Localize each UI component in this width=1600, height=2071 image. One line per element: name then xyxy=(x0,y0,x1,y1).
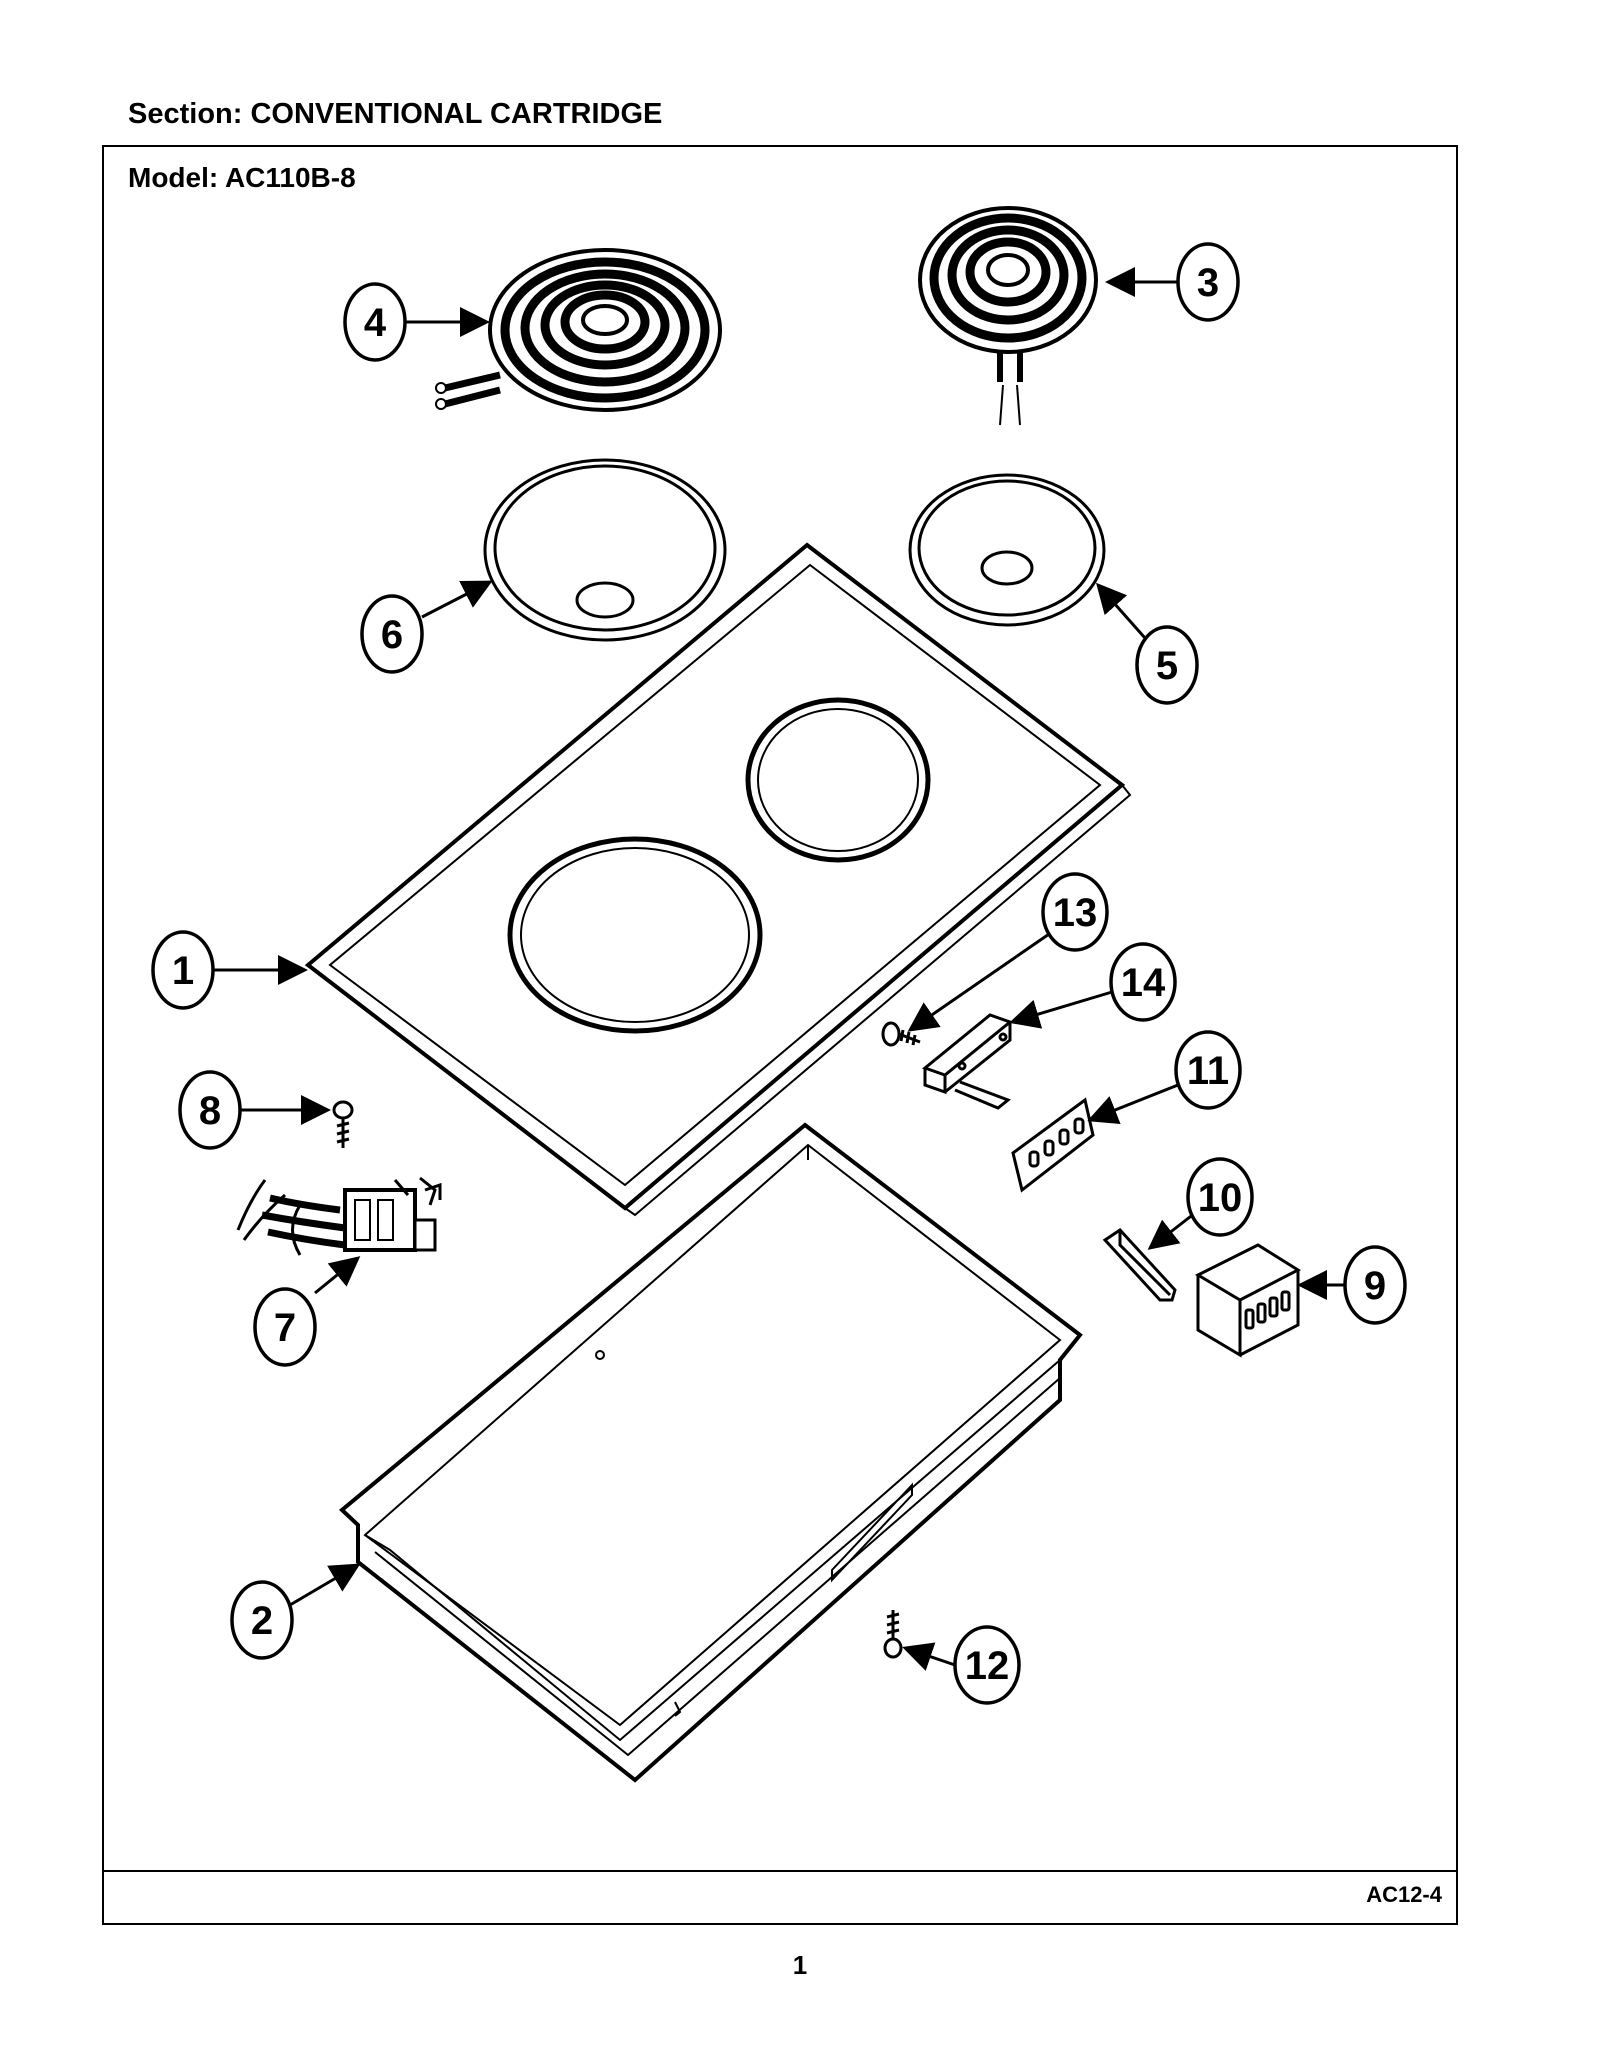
diagram-code: AC12-4 xyxy=(1366,1882,1442,1907)
part-13-screw xyxy=(881,1021,921,1047)
diagram-frame xyxy=(102,145,1458,1925)
callout-number: 1 xyxy=(172,949,194,993)
callout-number: 12 xyxy=(965,1644,1010,1688)
callout-number: 5 xyxy=(1156,644,1178,688)
part-2-cartridge-pan xyxy=(338,1122,1083,1783)
callout-9: 9 xyxy=(1343,1245,1407,1325)
callout-number: 3 xyxy=(1197,261,1219,305)
callout-7: 7 xyxy=(253,1287,317,1367)
model-title: Model: AC110B-8 xyxy=(128,162,356,193)
callout-3: 3 xyxy=(1176,242,1240,322)
section-title: Section: CONVENTIONAL CARTRIDGE xyxy=(128,98,663,130)
part-12-screw xyxy=(883,1610,903,1659)
callout-4: 4 xyxy=(343,282,407,362)
callout-2: 2 xyxy=(230,1580,294,1660)
callout-1: 1 xyxy=(151,930,215,1010)
part-5-small-drip-bowl xyxy=(908,473,1106,627)
callout-number: 7 xyxy=(274,1306,296,1350)
leader-lines xyxy=(214,267,1345,1671)
part-4-large-surface-element xyxy=(435,248,722,412)
part-1-cooktop-top xyxy=(304,542,1132,1217)
callout-number: 2 xyxy=(251,1599,273,1643)
callout-number: 6 xyxy=(381,613,403,657)
callout-12: 12 xyxy=(953,1625,1021,1705)
callout-6: 6 xyxy=(360,594,424,674)
callout-number: 10 xyxy=(1198,1176,1243,1220)
callout-10: 10 xyxy=(1186,1157,1254,1237)
callout-number: 9 xyxy=(1364,1264,1386,1308)
part-8-screw xyxy=(332,1100,354,1148)
callout-13: 13 xyxy=(1041,872,1109,952)
callout-8: 8 xyxy=(178,1070,242,1150)
part-9-switch-block xyxy=(1194,1243,1302,1358)
callout-number: 4 xyxy=(364,301,387,345)
part-11-switch-plate xyxy=(1011,1097,1095,1193)
callout-number: 13 xyxy=(1053,891,1098,935)
part-6-large-drip-bowl xyxy=(483,458,727,642)
callout-number: 8 xyxy=(199,1089,221,1133)
page-number: 1 xyxy=(792,1950,808,1980)
callout-number: 14 xyxy=(1121,961,1166,1005)
part-7-terminal-block xyxy=(236,1176,442,1256)
part-10-bracket-clip xyxy=(1102,1228,1177,1302)
callout-11: 11 xyxy=(1174,1030,1242,1110)
callout-5: 5 xyxy=(1135,625,1199,705)
footer-divider xyxy=(102,1870,1458,1872)
part-14-bracket xyxy=(921,1013,1014,1110)
callout-number: 11 xyxy=(1187,1049,1229,1093)
part-3-small-surface-element xyxy=(918,206,1098,426)
callout-14: 14 xyxy=(1109,942,1177,1022)
